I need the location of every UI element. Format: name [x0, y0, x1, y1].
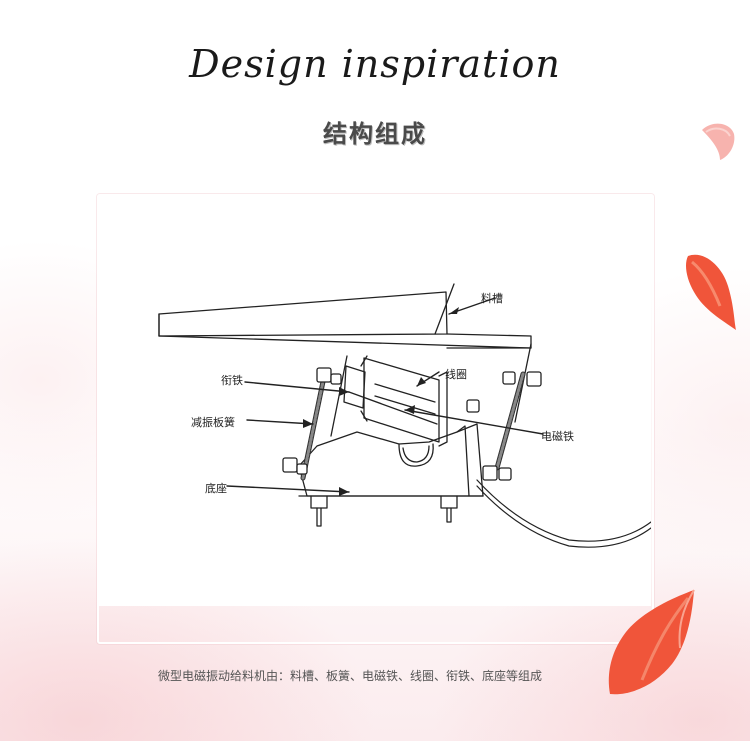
label-trough: 料槽: [481, 292, 503, 305]
trough-shape: [158, 283, 532, 349]
label-electromagnet: 电磁铁: [541, 430, 574, 443]
armature-shape: [343, 365, 366, 409]
base-feet: [310, 495, 458, 527]
rose-petal-icon: [608, 589, 695, 695]
rose-petal-icon: [702, 123, 735, 160]
label-armature: 衔铁: [221, 374, 243, 387]
diagram-frame: [97, 194, 654, 644]
right-spring: [494, 371, 526, 471]
label-base: 底座: [205, 482, 227, 495]
leader-lines: [226, 297, 544, 493]
description-caption: 微型电磁振动给料机由：料槽、板簧、电磁铁、线圈、衔铁、底座等组成: [157, 669, 542, 683]
bolts: [282, 367, 542, 481]
label-spring: 减振板簧: [191, 416, 235, 429]
section-title: 结构组成: [323, 120, 427, 148]
rose-petal-icon: [686, 254, 736, 330]
electromagnet-housing: [298, 423, 484, 497]
feeder-diagram: 料槽 衔铁 线圈 减振板簧 电磁铁 底座: [99, 196, 651, 606]
label-coil: 线圈: [445, 368, 467, 381]
feeder-drawing: [158, 283, 651, 548]
arrow-heads: [303, 307, 459, 496]
script-title: Design inspiration: [189, 42, 561, 86]
power-cable: [476, 479, 651, 542]
